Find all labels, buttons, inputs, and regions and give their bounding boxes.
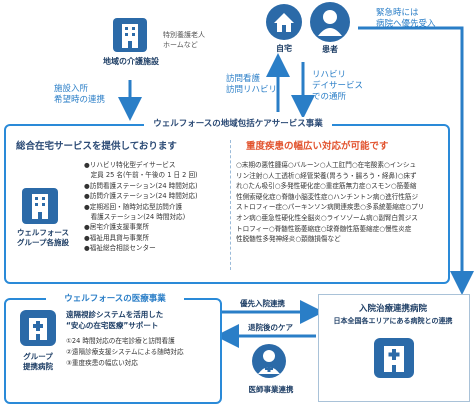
disease-line: 性側索硬化症○脊髄小脳変性症○ハンチントン病○進行性筋ジ <box>236 192 419 201</box>
rehab-flow-label: リハビリ デイサービス での通所 <box>312 70 364 102</box>
medical-subtitle: 遠隔視診システムを活用した “安心の在宅医療”サポート <box>66 310 164 330</box>
admission-flow-label: 施設入所 希望時の連携 <box>54 84 106 105</box>
disease-line: れ○たん吸引○多発性硬化症○重症筋無力症○スモン○筋萎縮 <box>236 182 417 191</box>
disease-line: リン注射○人工透析○経管栄養(胃ろう・腸ろう・経鼻)○床ず <box>236 171 417 180</box>
medical-items-list: ①24 時間対応の在宅診療と訪問看護 ②遠隔診療支援システムによる随時対応 ③重度疾… <box>66 336 184 369</box>
visiting-flow-label: 訪問看護 訪問リハビリ <box>226 74 278 95</box>
emergency-note: 緊急時には 病院へ優先受入 <box>376 8 436 29</box>
service-item: ●訪問看護ステーション(24 時間対応) <box>84 181 198 190</box>
group-building-icon <box>22 188 58 224</box>
community-care-box <box>4 124 450 284</box>
service-item: ●訪問介護ステーション(24 時間対応) <box>84 192 198 201</box>
facility-note: 特別養護老人 ホームなど <box>163 31 205 49</box>
service-item: ●福祉用具貸与事業所 <box>84 233 150 242</box>
home-icon <box>266 4 302 40</box>
building-icon <box>113 18 147 52</box>
hospital-subtitle: 日本全国各エリアにある病院との連携 <box>333 317 453 325</box>
service-item: ●居宅介護支援事業所 <box>84 223 150 232</box>
facility-label: 地域の介護施設 <box>103 57 159 66</box>
home-label: 自宅 <box>276 44 292 53</box>
emergency-arrow <box>358 26 474 295</box>
medical-item: ③重度疾患の幅広い対応 <box>66 359 138 367</box>
disease-line: ○末期の悪性腫瘍○バルーン○人工肛門○在宅酸素○インシュ <box>236 161 417 169</box>
partner-hospital-label: グループ 提携病院 <box>23 352 53 371</box>
service-item: ●リハビリ特化型デイサービス <box>84 161 176 169</box>
priority-admission-label: 優先入院連携 <box>240 299 285 308</box>
disease-line: ストロフィー症○パーキンソン病関連疾患○多系統萎縮症○プリ <box>236 203 425 212</box>
disease-line: トロフィー○脊髄性筋萎縮症○球脊髄性筋萎縮症○慢性炎症 <box>236 224 412 233</box>
home-services-title: 総合在宅サービスを提供しております <box>16 141 177 152</box>
service-item: 看護ステーション(24 時間対応) <box>84 213 186 222</box>
hospital-cross-icon <box>374 338 414 378</box>
medical-item: ①24 時間対応の在宅診療と訪問看護 <box>66 337 175 345</box>
service-item: ●福祉総合相談センター <box>84 244 156 253</box>
patient-icon <box>310 2 350 42</box>
hospital-title: 入院治療連携病院 <box>358 304 427 314</box>
doctor-icon <box>252 344 286 378</box>
section-divider <box>230 140 231 270</box>
patient-label: 患者 <box>322 45 338 54</box>
post-discharge-label: 退院後のケア <box>248 323 293 332</box>
hospital-building-icon <box>20 310 56 346</box>
group-facilities-label: ウェルフォース グループ各施設 <box>16 228 70 247</box>
community-care-title: ウェルフォースの地域包括ケアサービス事業 <box>144 117 332 129</box>
doctor-label: 医師事業連携 <box>248 385 294 394</box>
service-item: 定員 25 名(午前・午後の 1 日 2 回) <box>84 171 198 180</box>
severe-disease-title: 重度疾患の幅広い対応が可能です <box>246 141 389 152</box>
disease-list: ○末期の悪性腫瘍○バルーン○人工肛門○在宅酸素○インシュリン注射○人工透析○経管… <box>236 160 444 245</box>
medical-item: ②遠隔診療支援システムによる随時対応 <box>66 348 184 356</box>
disease-line: オン病○亜急性硬化性全脳炎○ライソゾーム病○副腎白質ジス <box>236 213 418 222</box>
disease-line: 性脱髄性多発神経炎○頚髄損傷など <box>236 235 341 244</box>
medical-title: ウェルフォースの医療事業 <box>46 292 184 304</box>
services-list: ●リハビリ特化型デイサービス 定員 25 名(午前・午後の 1 日 2 回)●訪… <box>84 160 198 254</box>
service-item: ●定期巡回・随時対応型訪問介護 <box>84 202 183 211</box>
